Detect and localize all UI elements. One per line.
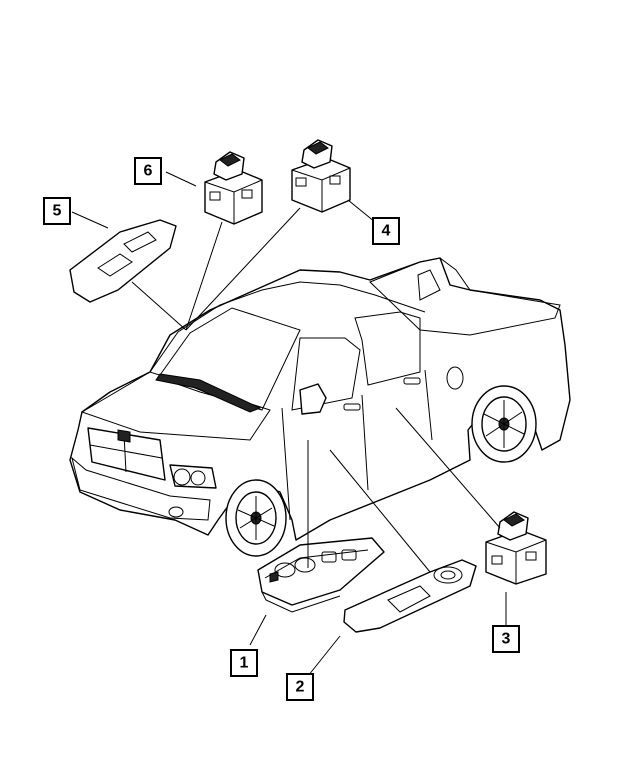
rear-left-window-switch: [204, 151, 263, 225]
callout-5-label: 5: [53, 203, 62, 220]
door-switch-bezel: [343, 559, 477, 633]
callout-2: 2: [286, 673, 314, 701]
callout-4: 4: [372, 217, 400, 245]
callout-2-label: 2: [296, 679, 305, 696]
front-passenger-window-switch: [291, 139, 351, 213]
callout-5: 5: [43, 197, 71, 225]
rear-window-switch: [485, 511, 547, 585]
callout-1-label: 1: [240, 655, 249, 672]
callout-4-label: 4: [382, 223, 391, 240]
master-window-switch-assembly: [257, 537, 385, 613]
pickup-truck-illustration: [69, 257, 571, 557]
passenger-switch-bezel: [69, 219, 177, 303]
callout-1: 1: [230, 649, 258, 677]
leader-lines: [71, 171, 507, 677]
callout-3-label: 3: [502, 631, 511, 648]
callout-6-label: 6: [144, 163, 153, 180]
callout-6: 6: [134, 157, 162, 185]
callout-3: 3: [492, 625, 520, 653]
